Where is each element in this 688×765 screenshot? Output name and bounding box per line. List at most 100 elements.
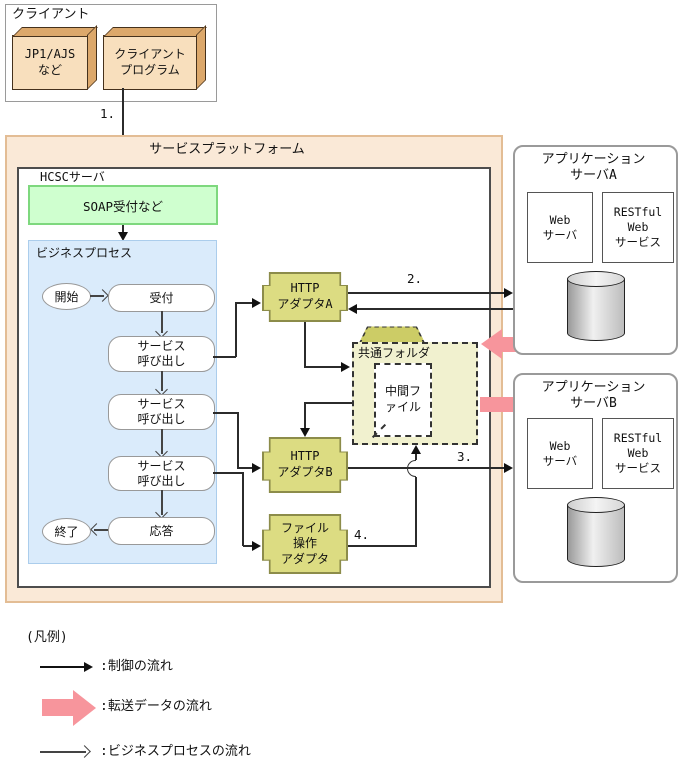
- call3-to-fileadapter-arrowhead-icon: [252, 541, 261, 551]
- file-operation-adapter: ファイル 操作 アダプタ: [262, 514, 348, 574]
- bp-service-call-2-node: サービス 呼び出し: [108, 394, 215, 430]
- client-group-title: クライアント: [12, 7, 90, 22]
- soap-to-bp-line: [122, 225, 124, 234]
- flow1-line: [122, 88, 124, 178]
- bp-service-call-3-node: サービス 呼び出し: [108, 456, 215, 491]
- app-server-a-title: アプリケーション サーバA: [541, 152, 646, 184]
- call2-to-adapterB-line: [238, 467, 254, 469]
- appA-return-line: [356, 308, 515, 310]
- business-process-title: ビジネスプロセス: [36, 246, 133, 260]
- app-server-b-web-box: Web サーバ: [527, 418, 593, 489]
- bp-service-call-2-label: サービス 呼び出し: [137, 397, 186, 426]
- bp-service-call-1-node: サービス 呼び出し: [108, 336, 215, 372]
- flow3-number: 3.: [457, 449, 473, 464]
- client-program-label: クライアント プログラム: [114, 46, 186, 77]
- legend-process-arrow-icon: [40, 751, 86, 753]
- call3-to-fileadapter-line: [242, 472, 244, 546]
- legend-process-arrowhead-icon: [78, 745, 91, 758]
- bp-start-label: 開始: [54, 290, 79, 304]
- flow2-arrowhead-icon: [504, 288, 513, 298]
- bp-start-arrow-line: [90, 295, 104, 297]
- call2-to-adapterB-line: [213, 412, 238, 414]
- app-server-b-title: アプリケーション サーバB: [541, 380, 646, 412]
- bp-flow-line: [161, 490, 163, 515]
- flow1-number: 1.: [100, 106, 116, 121]
- flow2-number: 2.: [407, 271, 423, 286]
- app-server-a-database-icon: [567, 271, 625, 341]
- call2-to-adapterB-arrowhead-icon: [252, 463, 261, 473]
- call1-to-adapterA-line: [235, 302, 237, 357]
- flow4-line: [348, 545, 417, 547]
- doc-fold-corner-icon: [371, 423, 387, 439]
- folder-to-adapterB-line: [304, 402, 306, 430]
- http-adapter-b: HTTP アダプタB: [262, 437, 348, 493]
- bp-service-call-3-label: サービス 呼び出し: [137, 458, 186, 488]
- file-operation-adapter-label: ファイル 操作 アダプタ: [280, 520, 329, 566]
- folder-to-adapterB-line: [305, 402, 352, 404]
- flow3-line: [348, 467, 506, 469]
- flow4-line: [415, 477, 417, 546]
- bp-end-arrow-line: [94, 529, 108, 531]
- jp1-ajs-label: JP1/AJS など: [24, 46, 76, 77]
- call3-to-fileadapter-line: [243, 545, 254, 547]
- app-server-a-web-label: Web サーバ: [542, 212, 578, 242]
- http-adapter-b-label: HTTP アダプタB: [277, 449, 333, 479]
- bp-start-node: 開始: [42, 283, 91, 310]
- flow4-arrowhead-icon: [411, 445, 421, 454]
- http-adapter-a-fill: [264, 274, 346, 320]
- bp-reply-node: 応答: [108, 517, 215, 545]
- bp-flow-line: [161, 311, 163, 333]
- soap-to-bp-arrowhead-icon: [118, 232, 128, 241]
- legend-process-label: :ビジネスプロセスの流れ: [100, 744, 251, 759]
- soap-reception-label: SOAP受付など: [82, 198, 164, 214]
- call2-to-adapterB-line: [237, 412, 239, 469]
- app-server-b-database-icon: [567, 497, 625, 567]
- call1-to-adapterA-line: [236, 302, 254, 304]
- transfer-arrow-to-serverB-icon: [480, 397, 523, 412]
- call1-to-adapterA-arrowhead-icon: [252, 298, 261, 308]
- bp-end-node: 終了: [42, 518, 91, 545]
- client-program-box: クライアント プログラム: [103, 35, 197, 90]
- folder-to-adapterB-arrowhead-icon: [300, 428, 310, 437]
- adapterA-to-folder-line: [304, 366, 342, 368]
- bp-flow-line: [161, 429, 163, 454]
- legend-control-label: :制御の流れ: [100, 659, 173, 674]
- common-folder-title: 共通フォルダ: [358, 346, 431, 360]
- adapterA-to-folder-line: [304, 322, 306, 368]
- http-adapter-a-label: HTTP アダプタA: [277, 281, 333, 311]
- flow4-line: [415, 453, 417, 460]
- appA-return-arrowhead-icon: [348, 304, 357, 314]
- legend-title: (凡例): [26, 630, 68, 645]
- legend-control-arrowhead-icon: [84, 662, 93, 672]
- adapterA-to-folder-arrowhead-icon: [341, 362, 350, 372]
- flow3-arrowhead-icon: [504, 463, 513, 473]
- call3-to-fileadapter-line: [213, 472, 243, 474]
- app-server-b-rest-box: RESTful Web サービス: [602, 418, 674, 489]
- app-server-a-web-box: Web サーバ: [527, 192, 593, 263]
- app-server-b-web-label: Web サーバ: [542, 438, 578, 468]
- bp-end-label: 終了: [54, 525, 79, 539]
- http-adapter-a: HTTP アダプタA: [262, 272, 348, 322]
- bp-reply-label: 応答: [149, 523, 174, 538]
- app-server-a-rest-label: RESTful Web サービス: [613, 205, 663, 249]
- legend-transfer-arrow-icon: [42, 699, 73, 716]
- bp-receive-label: 受付: [149, 290, 174, 305]
- intermediate-file-doc: 中間ファイル: [371, 363, 432, 439]
- bp-flow-line: [161, 371, 163, 391]
- app-server-b-rest-label: RESTful Web サービス: [613, 431, 663, 475]
- intermediate-file-label: 中間ファイル: [384, 384, 421, 414]
- bp-service-call-1-label: サービス 呼び出し: [137, 339, 186, 368]
- app-server-a-rest-box: RESTful Web サービス: [602, 192, 674, 263]
- soap-reception-box: SOAP受付など: [28, 185, 218, 225]
- hcsc-server-title: HCSCサーバ: [40, 170, 105, 184]
- legend-transfer-label: :転送データの流れ: [100, 699, 212, 714]
- http-adapter-b-fill: [264, 439, 346, 491]
- jp1-ajs-box: JP1/AJS など: [12, 35, 88, 90]
- flow2-line: [348, 292, 506, 294]
- call1-to-adapterA-line: [213, 356, 236, 358]
- bp-receive-node: 受付: [108, 284, 215, 312]
- service-platform-title: サービスプラットフォーム: [149, 142, 305, 157]
- legend-control-arrow-icon: [40, 666, 85, 668]
- file-operation-adapter-fill: [264, 516, 346, 572]
